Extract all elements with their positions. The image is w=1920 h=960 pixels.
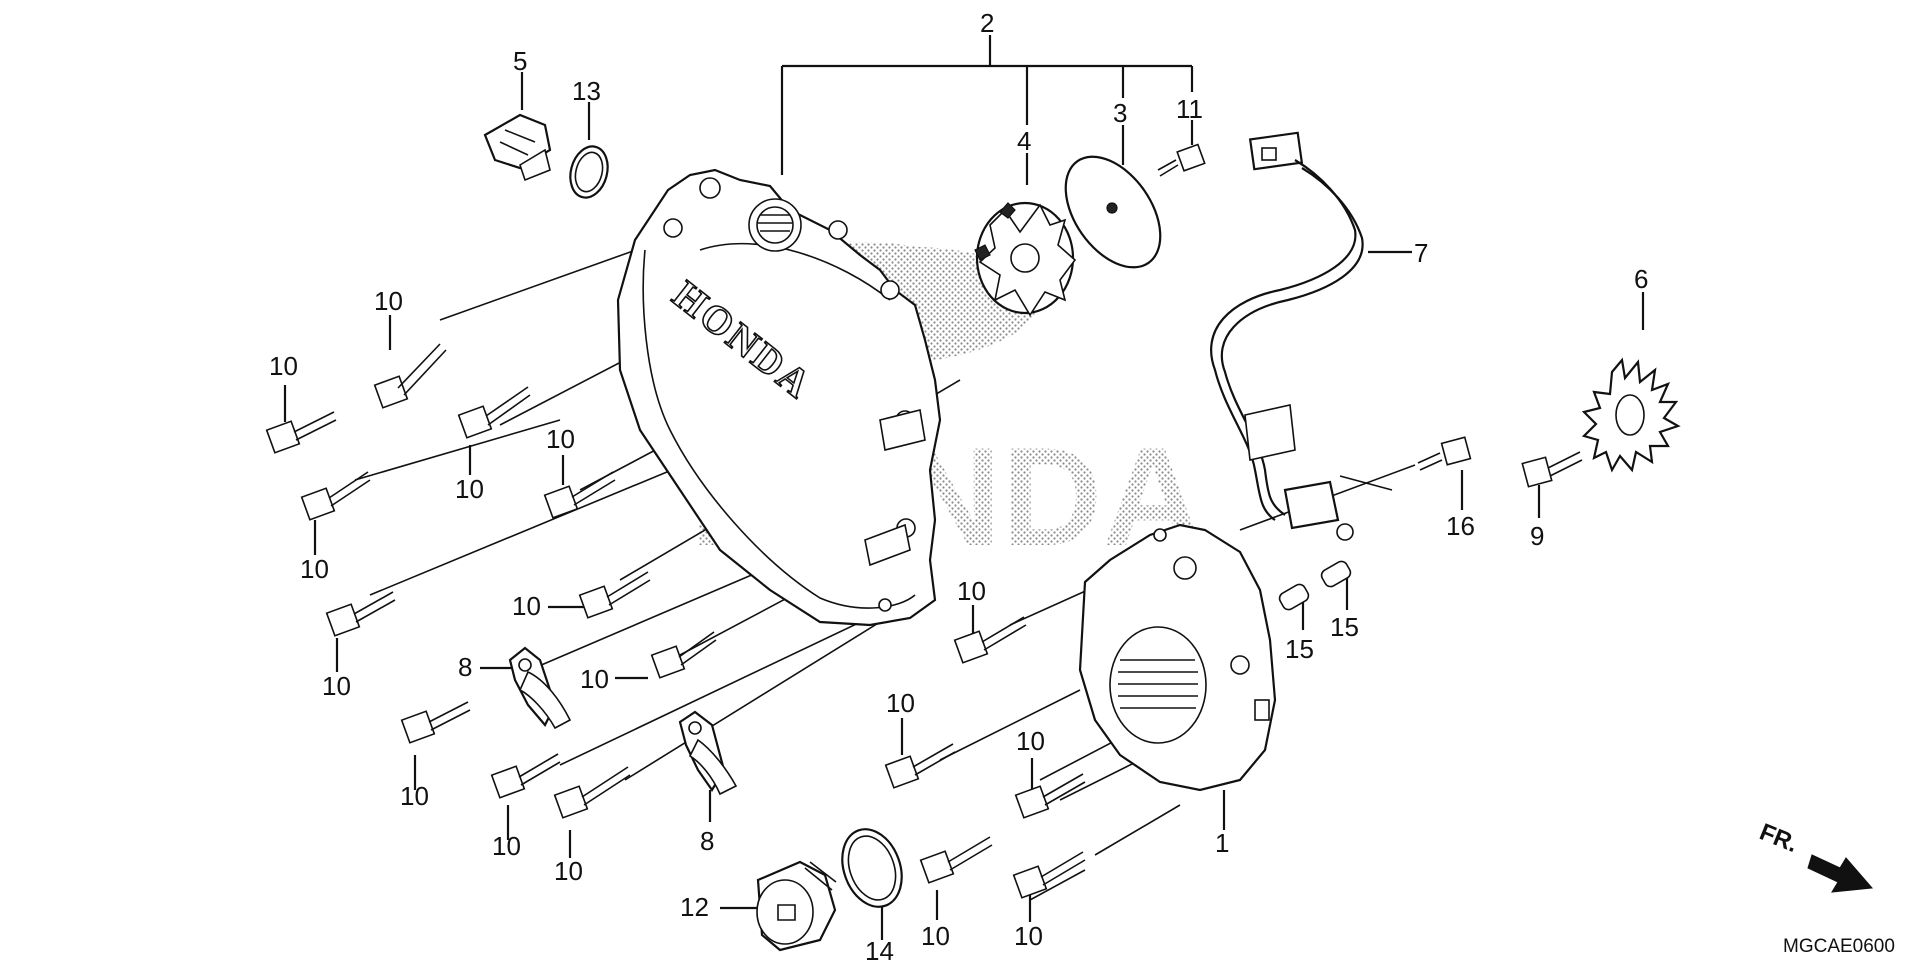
- bolt-10-p: [1012, 851, 1086, 899]
- callout-10-j: 10: [492, 831, 521, 861]
- bolt-10-n: [1014, 773, 1086, 819]
- bolt-10-e: [543, 471, 616, 519]
- front-label: FR.: [1756, 819, 1802, 859]
- bolt-10-c: [457, 386, 531, 439]
- callout-4: 4: [1017, 126, 1031, 156]
- left-crankcase-cover: HONDA: [616, 168, 942, 627]
- callout-5: 5: [513, 46, 527, 76]
- clamp-8-upper: [508, 646, 572, 730]
- callout-10-h: 10: [580, 664, 609, 694]
- callout-15-b: 15: [1330, 612, 1359, 642]
- stator-assembly: [974, 201, 1077, 317]
- bolt-10-l: [953, 616, 1027, 664]
- callout-3: 3: [1113, 98, 1127, 128]
- callout-10-p: 10: [1014, 921, 1043, 951]
- callout-2: 2: [980, 8, 994, 38]
- right-cover: [1078, 523, 1277, 792]
- callout-10-i: 10: [400, 781, 429, 811]
- bolt-11: [1157, 143, 1206, 177]
- callout-10-e: 10: [300, 554, 329, 584]
- callout-8-a: 8: [458, 652, 472, 682]
- bolt-16: [1417, 436, 1472, 471]
- bolt-10-b: [373, 343, 447, 409]
- o-ring-13: [569, 145, 609, 199]
- callout-15-a: 15: [1285, 634, 1314, 664]
- dowel-pin-b: [1320, 560, 1352, 588]
- bolt-10-g: [578, 571, 651, 619]
- callout-10-o: 10: [921, 921, 950, 951]
- clamp-8-lower: [678, 710, 738, 796]
- front-arrow-icon: [1807, 854, 1874, 893]
- bolt-10-group: [265, 343, 1086, 899]
- bolt-10-i: [650, 631, 717, 679]
- callout-10-m: 10: [886, 688, 915, 718]
- oil-filler-cap: [483, 113, 552, 182]
- callout-13: 13: [572, 76, 601, 106]
- bolt-10-j: [490, 753, 561, 799]
- bolt-10-f: [325, 591, 396, 637]
- callout-14: 14: [865, 936, 894, 960]
- wire-harness: [1210, 131, 1364, 541]
- callout-9: 9: [1530, 521, 1544, 551]
- callout-11: 11: [1176, 94, 1203, 124]
- callout-10-n: 10: [1016, 726, 1045, 756]
- bolt-10-o: [919, 836, 993, 884]
- callout-7: 7: [1414, 238, 1428, 268]
- bolt-10-d: [300, 471, 371, 521]
- callout-1: 1: [1215, 828, 1229, 858]
- dowel-pin-a: [1278, 583, 1310, 611]
- o-ring-14: [841, 828, 903, 908]
- timing-plug: [756, 860, 837, 952]
- front-direction-indicator: FR.: [1756, 819, 1874, 893]
- bolt-10-m: [884, 743, 956, 789]
- pulser-rotor: [1581, 357, 1681, 473]
- callout-10-g: 10: [322, 671, 351, 701]
- callout-labels: 2 5 13 4 3 11 7 6 16 9 15 15 1 8 8 12 14…: [269, 8, 1648, 960]
- callout-10-b: 10: [374, 286, 403, 316]
- gasket-part: [1064, 155, 1162, 269]
- callout-6: 6: [1634, 264, 1648, 294]
- callout-10-f: 10: [512, 591, 541, 621]
- bolt-10-k: [553, 766, 631, 819]
- callout-10-a: 10: [269, 351, 298, 381]
- bolt-10-a: [265, 411, 337, 454]
- callout-10-c: 10: [546, 424, 575, 454]
- callout-10-k: 10: [554, 856, 583, 886]
- drawing-code: MGCAE0600: [1783, 936, 1895, 957]
- callout-12: 12: [680, 892, 709, 922]
- callout-10-l: 10: [957, 576, 986, 606]
- callout-8-b: 8: [700, 826, 714, 856]
- callout-16: 16: [1446, 511, 1475, 541]
- bolt-10-h: [400, 701, 471, 744]
- bolt-9: [1521, 451, 1583, 488]
- callout-10-d: 10: [455, 474, 484, 504]
